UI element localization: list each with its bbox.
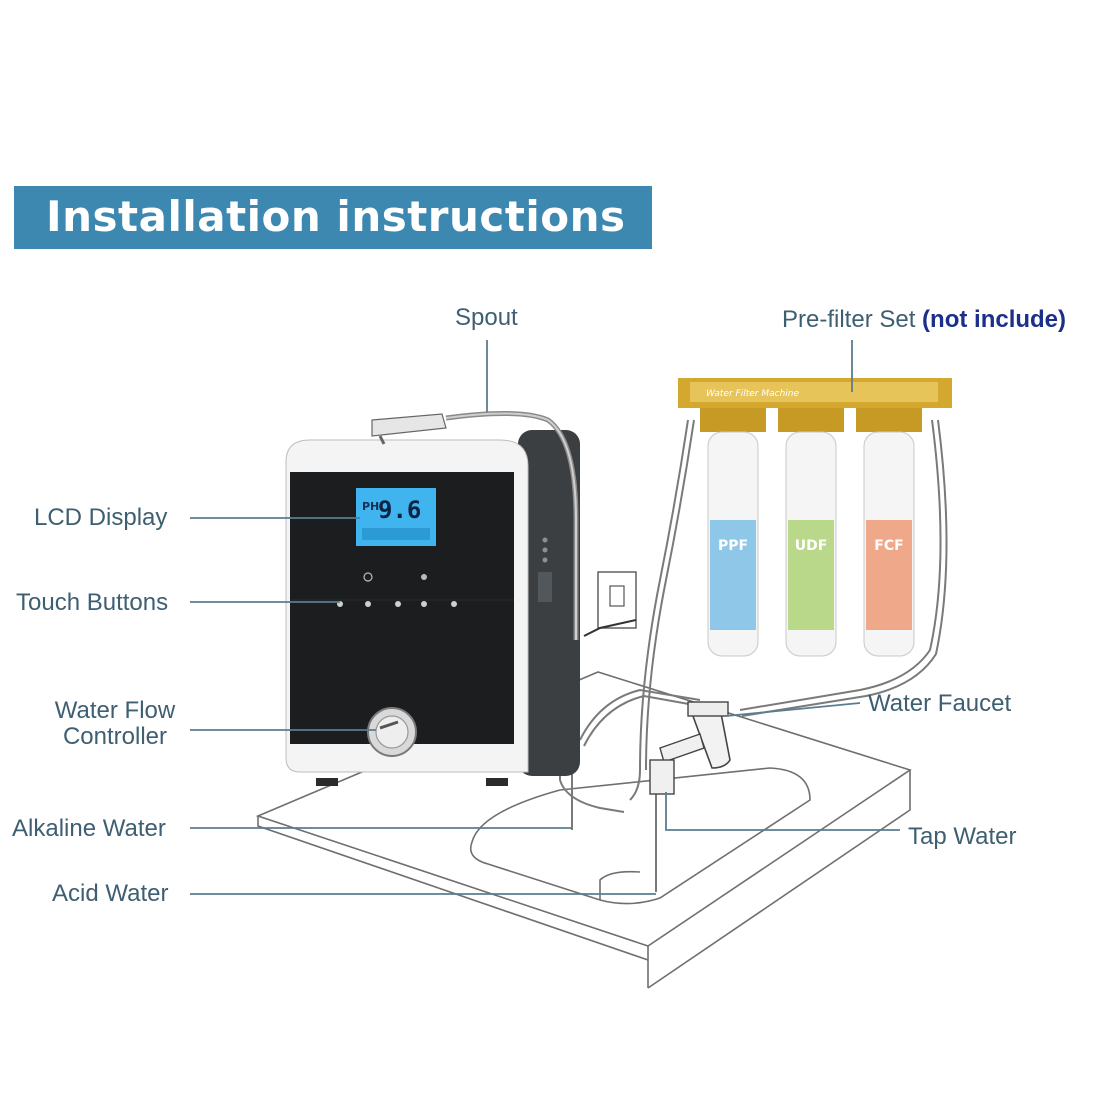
- filter-header-text: Water Filter Machine: [706, 389, 799, 399]
- lcd-unit-text: PH: [362, 500, 379, 513]
- flow-controller-label: Water Flow Controller: [40, 698, 190, 750]
- leader-lines: [190, 340, 900, 895]
- tap-water-label: Tap Water: [908, 823, 1017, 850]
- prefilter-set: [678, 378, 952, 657]
- flow-controller-label-line2: Controller: [62, 723, 168, 750]
- lcd-screen: [356, 488, 436, 546]
- udf-cartridge-band: [788, 520, 834, 630]
- faucet: [649, 701, 731, 795]
- udf-label: UDF: [795, 538, 828, 554]
- wall-outlet: [583, 571, 637, 637]
- ppf-label: PPF: [718, 538, 748, 554]
- ionizer-device: [285, 430, 580, 786]
- flow-knob: [367, 707, 417, 757]
- fcf-cartridge-band: [866, 520, 912, 630]
- lcd-display-label: LCD Display: [34, 504, 168, 531]
- water-faucet-label: Water Faucet: [868, 690, 1012, 717]
- lcd-reading-text: 9.6: [378, 496, 421, 524]
- prefilter-note: (not include): [922, 306, 1067, 333]
- touch-buttons-label: Touch Buttons: [16, 589, 169, 616]
- title-banner: Installation instructions: [14, 186, 652, 249]
- spout-label: Spout: [455, 304, 518, 331]
- alkaline-water-label: Alkaline Water: [12, 815, 166, 842]
- flow-controller-label-line1: Water Flow: [54, 697, 176, 724]
- touch-buttons: [337, 572, 457, 607]
- ppf-cartridge-band: [710, 520, 756, 630]
- fcf-label: FCF: [874, 538, 903, 554]
- spout: [371, 410, 579, 640]
- prefilter-label-text: Pre-filter Set: [782, 306, 916, 333]
- page-title: Installation instructions: [46, 192, 626, 241]
- prefilter-label: Pre-filter Set (not include): [782, 307, 1066, 333]
- acid-water-label: Acid Water: [52, 880, 169, 907]
